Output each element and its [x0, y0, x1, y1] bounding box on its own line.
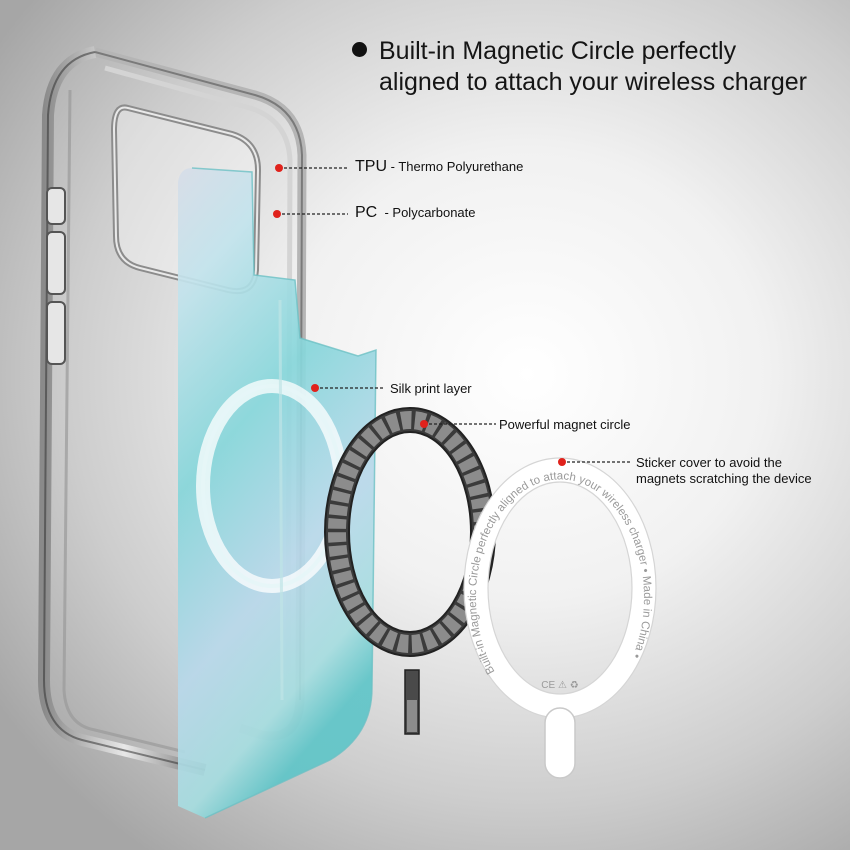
callout-pc-desc: - Polycarbonate — [377, 205, 476, 220]
callout-lines — [277, 167, 632, 463]
headline-line-1: Built-in Magnetic Circle perfectly — [379, 37, 737, 65]
headline-bullet-icon — [352, 42, 367, 57]
callout-sticker-line-1: Sticker cover to avoid the — [636, 455, 782, 470]
callout-dot-icon — [273, 164, 566, 466]
callout-tpu-desc: - Thermo Polyurethane — [387, 159, 524, 174]
callout-sticker-line-2: magnets scratching the device — [636, 471, 812, 486]
sticker-ring-text: Built-in Magnetic Circle perfectly align… — [467, 470, 653, 676]
callout-tpu: TPU - Thermo Polyurethane — [355, 158, 523, 176]
sticker-ring — [463, 457, 657, 779]
callout-tpu-abbr: TPU — [355, 158, 387, 175]
callout-silk-print: Silk print layer — [390, 381, 472, 396]
callout-pc-abbr: PC — [355, 204, 378, 221]
callout-magnet-circle: Powerful magnet circle — [499, 417, 631, 432]
svg-text:Built-in Magnetic Circle perfe: Built-in Magnetic Circle perfectly align… — [467, 470, 653, 676]
callout-pc: PC - Polycarbonate — [355, 204, 476, 222]
sticker-marks: CE ⚠ ♻ — [541, 680, 578, 691]
headline-line-2: aligned to attach your wireless charger — [379, 68, 808, 96]
callout-sticker: Sticker cover to avoid the magnets scrat… — [636, 455, 812, 487]
